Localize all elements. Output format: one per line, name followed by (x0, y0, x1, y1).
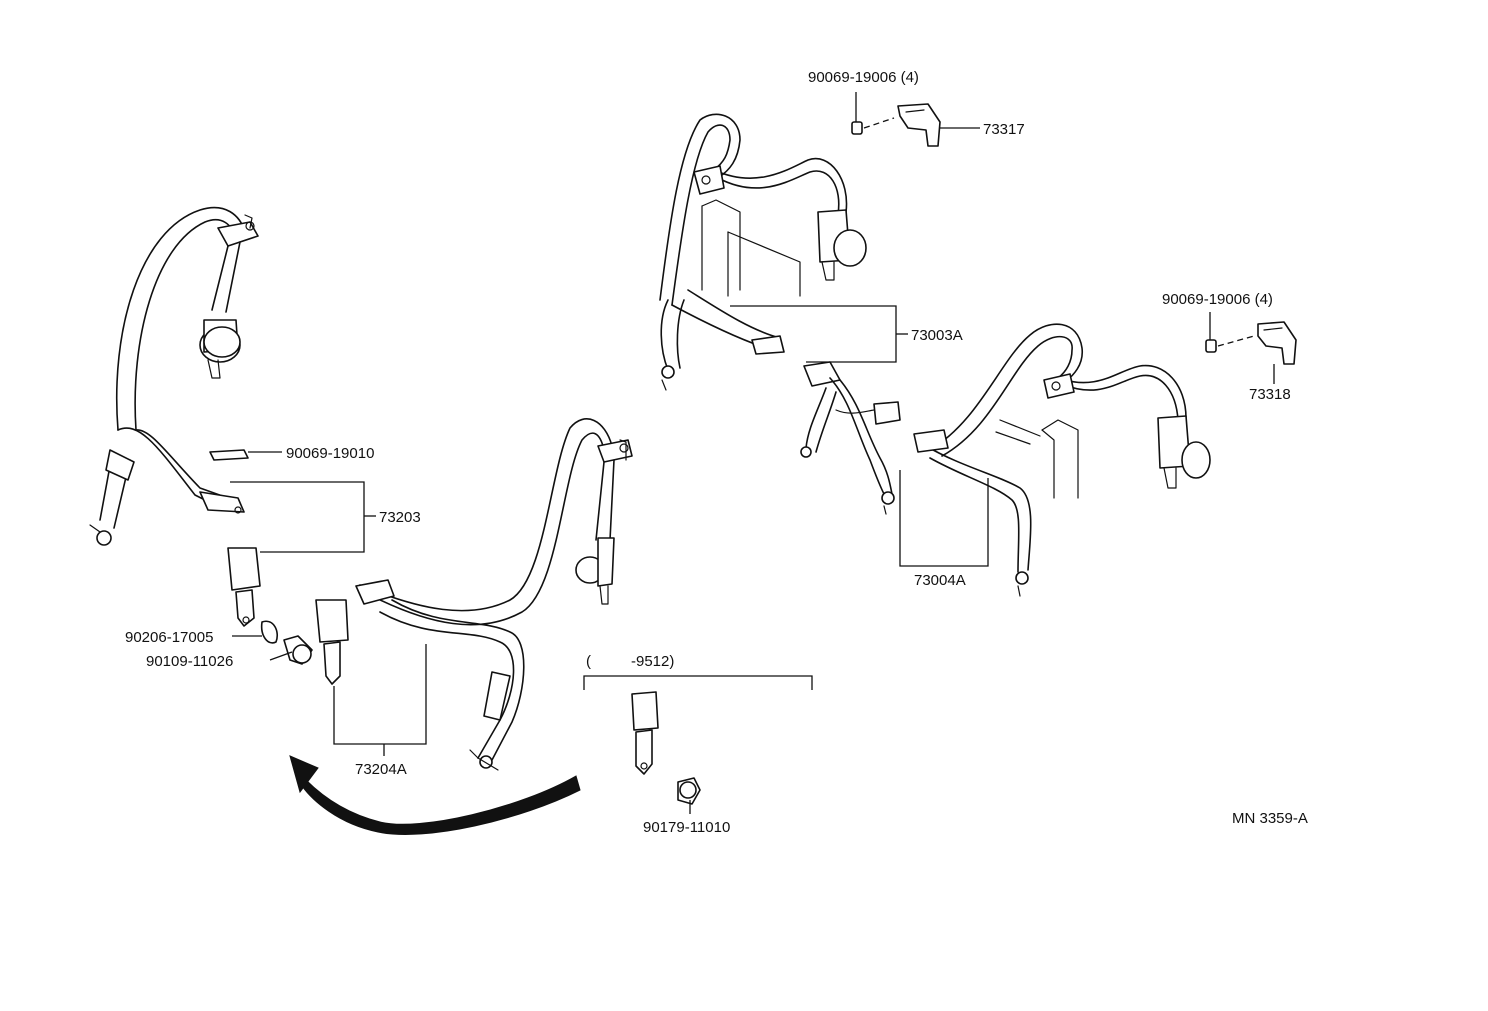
label-range-open: ( (586, 653, 591, 670)
label-73317: 73317 (983, 121, 1025, 138)
center-buckle-assembly (800, 361, 901, 515)
diagram-code: MN 3359-A (1232, 810, 1308, 827)
anchor-cover-73317-shape (851, 103, 941, 147)
part-labels: 90069-19006 (4) 73317 90069-19006 (4) 73… (125, 69, 1308, 836)
alternate-buckle-assembly (631, 691, 701, 805)
label-90069-19010: 90069-19010 (286, 445, 374, 462)
callout-leaders (230, 92, 1275, 814)
label-73004A: 73004A (914, 572, 966, 589)
front-left-belt-assembly (659, 113, 867, 391)
label-90179-11010: 90179-11010 (643, 819, 730, 836)
label-73203: 73203 (379, 509, 421, 526)
anchor-cover-73318-shape (1205, 321, 1297, 365)
direction-arrow (289, 755, 581, 835)
front-right-belt-assembly (913, 323, 1211, 597)
label-90109-11026: 90109-11026 (146, 653, 233, 670)
label-90069-19006-top: 90069-19006 (4) (808, 69, 919, 86)
label-90206-17005: 90206-17005 (125, 629, 213, 646)
rear-left-belt-assembly (89, 206, 313, 665)
label-range-close: -9512) (631, 653, 674, 670)
rear-center-belt-assembly (315, 418, 633, 771)
label-73204A: 73204A (355, 761, 407, 778)
label-73003A: 73003A (911, 327, 963, 344)
label-90069-19006-right: 90069-19006 (4) (1162, 291, 1273, 308)
label-73318: 73318 (1249, 386, 1291, 403)
